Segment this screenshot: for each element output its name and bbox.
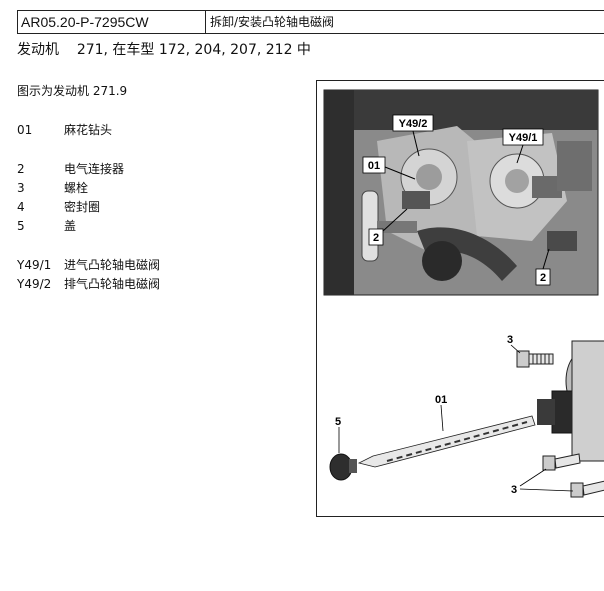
diagram-label-drill: 01 (435, 394, 447, 406)
cover-cap (329, 453, 357, 481)
legend-number: Y49/1 (17, 258, 52, 272)
legend-item: 01 麻花钻头 (17, 121, 160, 140)
legend-item: Y49/1 进气凸轮轴电磁阀 (17, 256, 160, 275)
legend-number: 3 (17, 181, 25, 195)
legend-item: 2 电气连接器 (17, 160, 160, 179)
figure-svg: Y49/2 Y49/1 01 2 2 (323, 89, 604, 498)
photo-label-drill: 01 (362, 156, 416, 180)
legend-number: 4 (17, 200, 25, 214)
exploded-diagram: 3 01 5 (329, 334, 604, 498)
diagram-label-bolts-bottom: 3 (511, 484, 517, 496)
legend-text: 麻花钻头 (64, 123, 113, 137)
engine-label: 发动机 (17, 42, 59, 58)
document-header: AR05.20-P-7295CW 拆卸/安装凸轮轴电磁阀 (17, 10, 604, 34)
legend-number: 5 (17, 219, 25, 233)
photo-label-y491: Y49/1 (502, 128, 544, 164)
engine-subtitle: 发动机 271, 在车型 172, 204, 207, 212 中 (17, 39, 311, 59)
photo-label-y492: Y49/2 (392, 114, 434, 157)
figure-frame: Y49/2 Y49/1 01 2 2 (316, 80, 604, 517)
photo-label-connector-b: 2 (535, 248, 551, 286)
diagram-label-bolt-top: 3 (507, 334, 513, 346)
svg-text:2: 2 (373, 232, 379, 244)
legend-text: 密封圈 (64, 200, 101, 214)
svg-text:Y49/1: Y49/1 (509, 132, 538, 144)
legend-number: 2 (17, 162, 25, 176)
legend-item: 3 螺栓 (17, 179, 160, 198)
legend-number: Y49/2 (17, 277, 52, 291)
legend-number: 01 (17, 123, 33, 137)
figure-caption: 图示为发动机 271.9 (17, 84, 128, 98)
photo-label-connector-a: 2 (368, 208, 408, 246)
engine-models: 271, 在车型 172, 204, 207, 212 中 (76, 42, 311, 58)
legend-text: 盖 (64, 219, 77, 233)
diagram-label-cover: 5 (335, 416, 341, 428)
svg-text:01: 01 (368, 160, 380, 172)
engine-photo (323, 89, 599, 296)
legend-item: Y49/2 排气凸轮轴电磁阀 (17, 275, 160, 294)
drill-bit (357, 415, 536, 468)
document-code: AR05.20-P-7295CW (18, 11, 206, 33)
svg-text:2: 2 (540, 272, 546, 284)
legend-text: 进气凸轮轴电磁阀 (64, 258, 161, 272)
document-title: 拆卸/安装凸轮轴电磁阀 (210, 15, 335, 29)
svg-text:Y49/2: Y49/2 (399, 118, 428, 130)
legend-text: 排气凸轮轴电磁阀 (64, 277, 161, 291)
bolts-bottom (542, 453, 604, 498)
legend-text: 电气连接器 (64, 162, 125, 176)
legend-text: 螺栓 (64, 181, 89, 195)
legend-item: 4 密封圈 (17, 198, 160, 217)
bolt-top (516, 350, 554, 368)
solenoid-valve (537, 340, 604, 462)
